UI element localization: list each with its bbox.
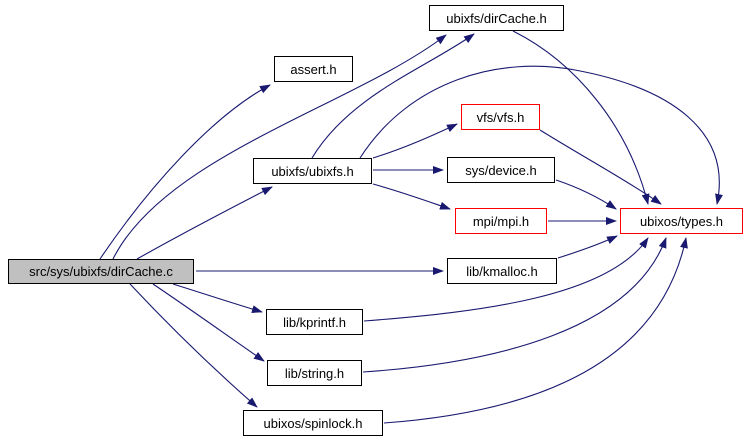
node-ubixos-spinlock-h[interactable]: ubixos/spinlock.h — [243, 410, 383, 436]
edge-ubixfs-h-to-dircache-h — [311, 33, 475, 159]
edge-string-h-to-types-h — [362, 237, 667, 373]
node-lib-kprintf-h[interactable]: lib/kprintf.h — [266, 309, 363, 335]
edge-dircache-c-to-ubixfs-h — [136, 186, 273, 260]
edge-device-h-to-types-h — [555, 179, 617, 210]
edge-dircache-c-to-assert-h — [99, 84, 271, 260]
edge-dircache-h-to-types-h — [512, 30, 650, 205]
edge-vfs-h-to-types-h — [539, 129, 662, 205]
node-sys-device-h[interactable]: sys/device.h — [447, 157, 555, 183]
node-ubixos-types-h[interactable]: ubixos/types.h — [620, 208, 743, 234]
node-vfs-vfs-h[interactable]: vfs/vfs.h — [461, 104, 540, 130]
node-lib-kmalloc-h[interactable]: lib/kmalloc.h — [447, 258, 557, 284]
edge-dircache-c-to-spinlock-h — [129, 283, 258, 408]
node-lib-string-h[interactable]: lib/string.h — [267, 360, 362, 386]
edge-kprintf-h-to-types-h — [363, 237, 649, 322]
edge-dircache-c-to-dircache-h — [112, 34, 447, 260]
node-mpi-mpi-h[interactable]: mpi/mpi.h — [455, 208, 547, 234]
edge-kmalloc-h-to-types-h — [557, 235, 618, 259]
node-src-sys-ubixfs-dircache-c[interactable]: src/sys/ubixfs/dirCache.c — [8, 259, 194, 284]
edge-dircache-c-to-kprintf-h — [172, 283, 263, 313]
edge-ubixfs-h-to-types-h — [359, 65, 723, 205]
node-ubixfs-ubixfs-h[interactable]: ubixfs/ubixfs.h — [253, 158, 372, 184]
node-assert-h[interactable]: assert.h — [274, 56, 353, 82]
edge-dircache-c-to-string-h — [152, 283, 265, 362]
edge-ubixfs-h-to-mpi-h — [372, 183, 451, 210]
edge-spinlock-h-to-types-h — [383, 237, 688, 424]
edge-ubixfs-h-to-vfs-h — [372, 123, 458, 159]
node-ubixfs-dircache-h[interactable]: ubixfs/dirCache.h — [429, 5, 564, 31]
